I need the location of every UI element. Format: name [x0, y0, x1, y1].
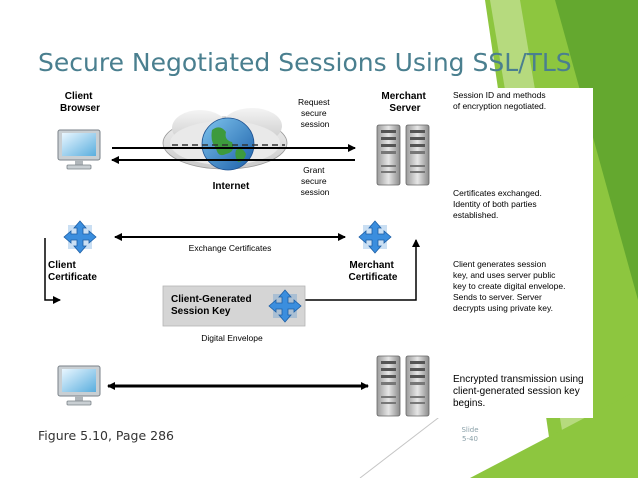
exchange-certificates-label: Exchange Certificates — [189, 243, 272, 253]
slide-number-value: 5-40 — [462, 435, 478, 443]
digital-envelope-label: Digital Envelope — [201, 333, 263, 343]
step-note-4: Encrypted transmission using client-gene… — [453, 374, 586, 409]
step-note-3: Client generates session key, and uses s… — [453, 259, 568, 313]
merchant-certificate-label: Merchant Certificate — [349, 260, 398, 283]
slide-title: Secure Negotiated Sessions Using SSL/TLS — [38, 48, 572, 77]
merchant-server-icon-4 — [405, 355, 430, 417]
merchant-server-label: Merchant Server — [381, 91, 428, 114]
client-browser-label: Client Browser — [60, 91, 100, 114]
green-accent-bottom — [470, 390, 638, 478]
slide-number: Slide 5-40 — [455, 426, 485, 444]
client-to-key-arrow — [44, 238, 61, 304]
session-key-icon — [268, 289, 302, 323]
green-accent-dark — [555, 0, 638, 300]
step-note-1: Session ID and methods of encryption neg… — [453, 90, 548, 111]
grant-label: Grant secure session — [301, 165, 330, 197]
client-certificate-icon — [63, 220, 97, 254]
slide-number-label: Slide — [461, 426, 479, 434]
merchant-server-icon-3 — [376, 355, 401, 417]
session-key-label: Client-Generated Session Key — [171, 294, 254, 317]
merchant-server-icon-1 — [376, 124, 401, 186]
client-certificate-label: Client Certificate — [48, 260, 97, 283]
step-note-2: Certificates exchanged. Identity of both… — [453, 188, 544, 220]
diagram-background — [40, 88, 593, 418]
request-label: Request secure session — [298, 97, 332, 129]
internet-label: Internet — [213, 181, 250, 192]
ssl-diagram: Client Browser Request secure session Gr… — [40, 88, 593, 418]
key-to-server-arrow — [305, 239, 420, 301]
globe-icon — [201, 117, 255, 171]
figure-caption: Figure 5.10, Page 286 — [38, 428, 175, 443]
merchant-certificate-icon — [358, 220, 392, 254]
merchant-server-icon-2 — [405, 124, 430, 186]
